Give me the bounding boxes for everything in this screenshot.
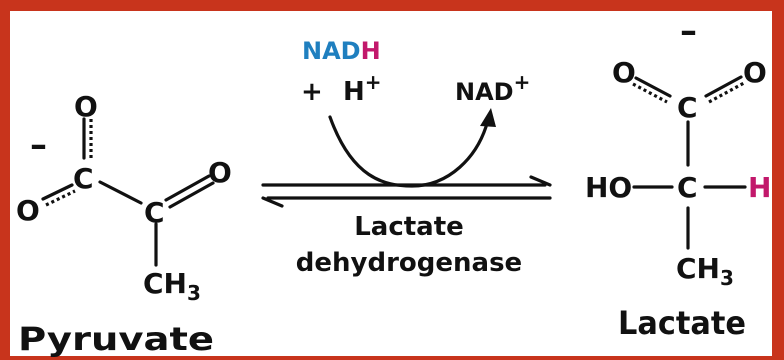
nad-label: NAD+: [455, 70, 530, 106]
lactate-c-center: C: [677, 171, 698, 204]
pyruvate-o-left: O: [16, 194, 40, 227]
pyruvate-label: Pyruvate: [18, 320, 214, 358]
lactate-ch3-subscript: 3: [720, 266, 734, 290]
plus-sign: +: [301, 77, 323, 107]
nadh-label: NADH: [302, 37, 381, 65]
reverse-arrow-barb: [261, 196, 284, 208]
enzyme-name-line1: Lactate: [354, 212, 464, 242]
cofactor-arrowhead: [480, 108, 496, 127]
enzyme-name-line2: dehydrogenase: [296, 248, 522, 278]
pyruvate-ch3-subscript: 3: [187, 281, 201, 305]
pyruvate-c-carboxyl: C: [73, 162, 94, 195]
lactate-h: H: [748, 171, 771, 204]
lactate-charge: –: [680, 11, 697, 51]
equilibrium-arrows: [261, 175, 552, 208]
cofactor-labels: NADH + H+ NAD+: [301, 37, 530, 107]
lactate-ho: HO: [585, 171, 632, 204]
pyruvate-charge: –: [30, 125, 47, 165]
pyruvate-ch3: CH3: [143, 267, 201, 305]
lactate-o-right: O: [743, 56, 767, 89]
lactate-label: Lactate: [618, 304, 746, 342]
pyruvate-o-top: O: [74, 90, 98, 123]
lactate-o-left: O: [612, 56, 636, 89]
forward-arrow-barb: [529, 175, 552, 187]
pyruvate-c-keto: C: [144, 196, 165, 229]
lactate-ch3: CH3: [676, 252, 734, 290]
lactate-c-carboxyl: C: [677, 91, 698, 124]
pyruvate-o-keto: O: [208, 156, 232, 189]
lactate-structure: – O O C HO C H CH3: [585, 11, 771, 290]
proton-label: H+: [343, 70, 382, 107]
nad-superscript: +: [514, 70, 531, 94]
pyruvate-structure: O – C O C O CH3: [16, 90, 232, 305]
nadh-hydrogen: H: [361, 37, 381, 65]
proton-superscript: +: [365, 70, 382, 94]
